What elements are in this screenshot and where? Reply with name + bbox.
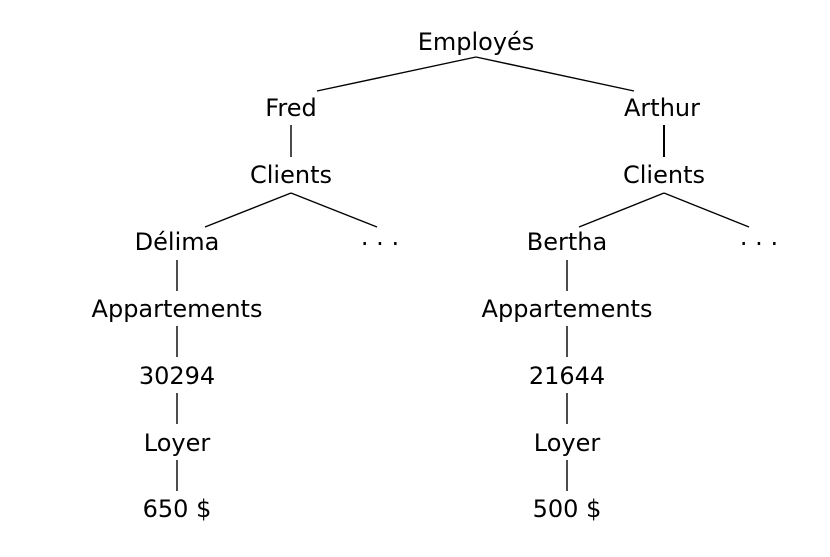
edge-left-clients-more <box>290 192 378 228</box>
client-bertha-label: Bertha <box>527 228 607 256</box>
employee-fred-label: Fred <box>265 94 316 122</box>
root-node-label: Employés <box>418 28 535 56</box>
left-more-ellipsis: . . . <box>361 223 399 251</box>
left-clients-label: Clients <box>250 161 332 189</box>
right-apartment-id-label: 21644 <box>529 362 605 390</box>
left-appartements-label: Appartements <box>92 295 263 323</box>
left-rent-value-label: 650 $ <box>143 495 212 523</box>
right-loyer-label: Loyer <box>534 429 601 457</box>
left-loyer-label: Loyer <box>144 429 211 457</box>
tree-edges <box>176 56 750 491</box>
edge-root-arthur <box>475 56 635 92</box>
right-clients-label: Clients <box>623 161 705 189</box>
right-rent-value-label: 500 $ <box>533 495 602 523</box>
edge-left-clients-delima <box>204 192 292 228</box>
right-appartements-label: Appartements <box>482 295 653 323</box>
edge-right-clients-bertha <box>578 192 665 228</box>
edge-root-fred <box>316 56 477 92</box>
employee-arthur-label: Arthur <box>624 94 700 122</box>
client-delima-label: Délima <box>135 228 220 256</box>
left-apartment-id-label: 30294 <box>139 362 215 390</box>
edge-right-clients-more <box>663 192 750 228</box>
right-more-ellipsis: . . . <box>740 223 778 251</box>
tree-labels: Employés Fred Arthur Clients Clients Dél… <box>92 28 779 523</box>
